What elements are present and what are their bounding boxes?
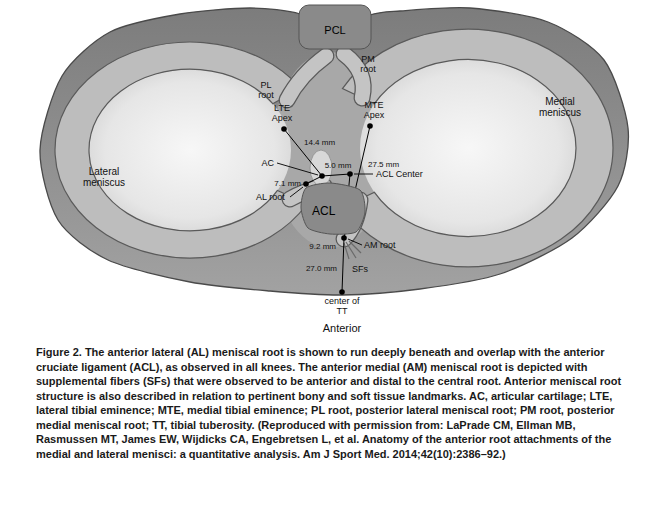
landmark-label: ACL Center [376, 169, 423, 179]
landmark-dot [339, 289, 345, 295]
landmark-dot [303, 181, 309, 187]
pl-root [287, 56, 326, 100]
dimension-label: 7.1 mm [274, 179, 301, 188]
landmark-label: center of TT [322, 296, 362, 316]
leader-line [277, 163, 318, 175]
pcl-ligament: PCL [298, 4, 372, 50]
ligament-label: ACL [312, 204, 335, 218]
fiber-label: SFs [352, 264, 368, 274]
root-label: PL root [255, 80, 277, 100]
supplemental-fiber [349, 241, 361, 253]
figure-caption: Figure 2. The anterior lateral (AL) meni… [36, 345, 632, 461]
dimension-label: 27.5 mm [368, 160, 399, 169]
measurement-line [342, 238, 344, 292]
dimension-label: 14.4 mm [304, 138, 335, 147]
meniscus-label: Medial meniscus [535, 96, 585, 118]
root-label: AL root [256, 192, 285, 202]
dimension-label: 9.2 mm [309, 242, 336, 251]
root-label: PM root [356, 54, 380, 74]
landmark-label: AC [261, 158, 274, 168]
landmark-label: LTE Apex [269, 103, 295, 123]
ligament-label: PCL [324, 24, 345, 37]
medial-articular-surface [360, 59, 576, 236]
leader-line [354, 174, 373, 175]
landmark-dot [341, 235, 347, 241]
dimension-label: 5.0 mm [325, 161, 352, 170]
orientation-label: Anterior [323, 322, 362, 334]
acl-outline [301, 183, 365, 234]
measurement-line [284, 129, 322, 176]
landmark-label: MTE Apex [360, 100, 388, 120]
leader-line [290, 187, 303, 197]
landmark-dot [367, 123, 373, 129]
landmark-dot [347, 171, 353, 177]
supplemental-fiber [344, 243, 349, 259]
measurement-line [322, 174, 350, 176]
pm-root-edge [344, 54, 363, 98]
tibial-plateau [40, 8, 628, 295]
root-label: AM root [364, 240, 396, 250]
pm-root [344, 54, 363, 98]
leader-line [348, 239, 362, 245]
lateral-articular-surface [89, 69, 291, 231]
pl-root-edge [287, 56, 326, 100]
lateral-meniscus [55, 42, 307, 258]
landmark-dot [319, 173, 325, 179]
acl-ligament: ACL [300, 182, 366, 234]
pcl-outline [299, 5, 371, 49]
landmark-dot [281, 126, 287, 132]
dimension-label: 27.0 mm [306, 264, 337, 273]
meniscus-label: Lateral meniscus [79, 166, 129, 188]
medial-meniscus [342, 29, 613, 267]
